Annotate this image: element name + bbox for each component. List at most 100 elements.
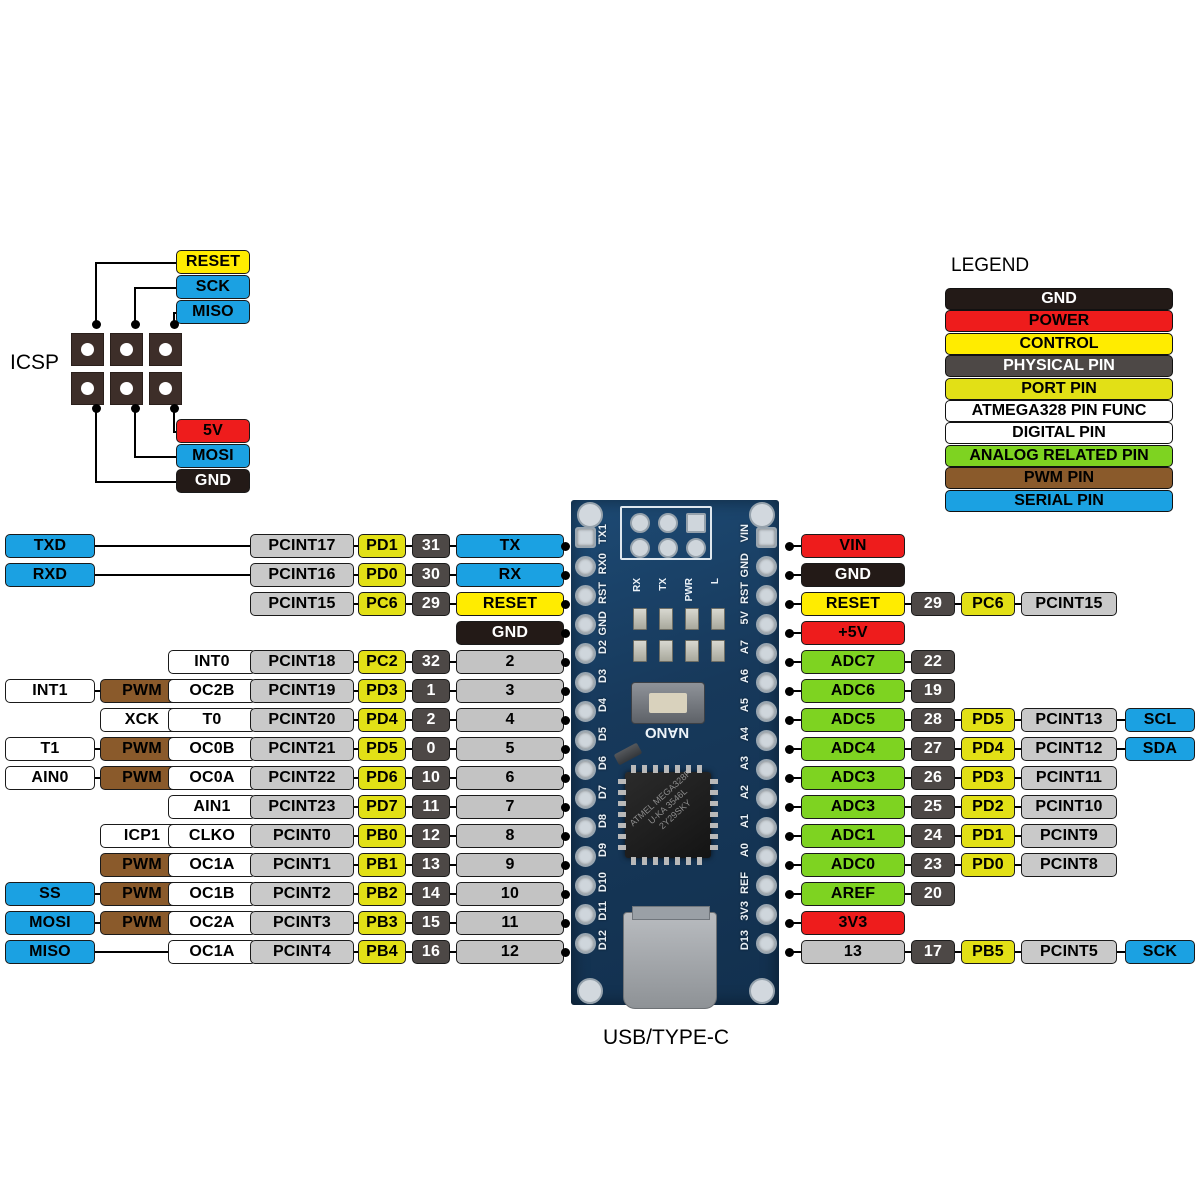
connector-line	[955, 719, 961, 721]
icsp-pad-hole	[120, 382, 133, 395]
right-pin-11-pd0: PD0	[961, 853, 1015, 877]
led-l	[711, 608, 725, 630]
connector-line	[905, 835, 911, 837]
left-pin-7-pd5: PD5	[358, 737, 406, 761]
board-hole-right-8	[756, 759, 777, 780]
left-pin-14-pb4: PB4	[358, 940, 406, 964]
icsp-bottom-mosi: MOSI	[176, 444, 250, 468]
silk-right-12: REF	[739, 872, 751, 894]
left-pin-13-11: 11	[456, 911, 564, 935]
mcu-pin	[618, 845, 626, 850]
connector-line	[406, 951, 412, 953]
connection-dot	[561, 745, 570, 754]
connection-dot	[92, 320, 101, 329]
connection-dot	[785, 919, 794, 928]
left-pin-1-rxd: RXD	[5, 563, 95, 587]
silk-left-12: D10	[597, 872, 609, 893]
icsp-bottom-5v: 5V	[176, 419, 250, 443]
left-pin-12-10: 10	[456, 882, 564, 906]
connection-dot	[785, 803, 794, 812]
mcu-pin	[618, 779, 626, 784]
connector-line	[793, 748, 801, 750]
connector-line	[905, 719, 911, 721]
left-pin-5-1: 1	[412, 679, 450, 703]
connector-line	[354, 719, 358, 721]
connector-line	[95, 574, 250, 576]
connector-line	[450, 864, 456, 866]
legend-item-control: CONTROL	[945, 332, 1173, 355]
connector-line	[1015, 864, 1021, 866]
connector-line	[354, 951, 358, 953]
right-pin-14-sck: SCK	[1125, 940, 1195, 964]
connector-line	[95, 262, 97, 321]
left-pin-13-pcint3: PCINT3	[250, 911, 354, 935]
mcu-pin	[618, 823, 626, 828]
onboard-icsp-hole-2	[686, 513, 706, 533]
icsp-pad-hole	[81, 343, 94, 356]
connector-line	[173, 312, 175, 321]
connector-line	[354, 603, 358, 605]
connector-line	[955, 748, 961, 750]
connector-line	[134, 456, 176, 458]
left-pin-4-pc2: PC2	[358, 650, 406, 674]
connector-line	[406, 574, 412, 576]
connector-line	[95, 411, 97, 481]
connector-line	[406, 690, 412, 692]
connector-line	[354, 748, 358, 750]
connector-line	[354, 806, 358, 808]
connector-line	[95, 893, 100, 895]
connector-line	[793, 632, 801, 634]
silk-left-11: D9	[597, 843, 609, 858]
connector-line	[905, 777, 911, 779]
atmega328p-chip: ATMEL MEGA328P U-KA 3546L 2Y29SKY	[625, 768, 711, 858]
connector-line	[1015, 748, 1021, 750]
connection-dot	[785, 890, 794, 899]
left-pin-0-txd: TXD	[5, 534, 95, 558]
connector-line	[406, 893, 412, 895]
connector-line	[450, 574, 456, 576]
led-label-tx: TX	[658, 578, 669, 591]
connector-line	[793, 719, 801, 721]
right-pin-2-reset: RESET	[801, 592, 905, 616]
mcu-pin	[710, 845, 718, 850]
icsp-pad-6	[149, 372, 182, 405]
silk-left-13: D11	[597, 901, 609, 921]
connector-line	[1015, 951, 1021, 953]
left-pin-9-ain1: AIN1	[168, 795, 256, 819]
silk-right-3: 5V	[739, 611, 751, 625]
connector-line	[406, 864, 412, 866]
connector-line	[1117, 748, 1125, 750]
mcu-pin	[710, 834, 718, 839]
left-pin-11-9: 9	[456, 853, 564, 877]
icsp-label: ICSP	[10, 351, 60, 374]
connector-line	[955, 806, 961, 808]
left-pin-12-14: 14	[412, 882, 450, 906]
usb-label: USB/TYPE-C	[603, 1026, 730, 1049]
left-pin-14-pcint4: PCINT4	[250, 940, 354, 964]
connector-line	[450, 922, 456, 924]
connector-line	[450, 835, 456, 837]
left-pin-8-oc0a: OC0A	[168, 766, 256, 790]
connector-line	[905, 951, 911, 953]
left-pin-1-rx: RX	[456, 563, 564, 587]
mcu-pin	[686, 765, 691, 773]
connector-line	[955, 835, 961, 837]
right-pin-10-pd1: PD1	[961, 824, 1015, 848]
connector-line	[955, 951, 961, 953]
mcu-pin	[618, 834, 626, 839]
mcu-pin	[686, 857, 691, 865]
connection-dot	[131, 404, 140, 413]
icsp-pad-hole	[81, 382, 94, 395]
connector-line	[1117, 719, 1125, 721]
connector-line	[134, 287, 136, 321]
left-pin-13-pb3: PB3	[358, 911, 406, 935]
silk-left-4: D2	[597, 640, 609, 655]
left-pin-9-7: 7	[456, 795, 564, 819]
resistor-2	[685, 640, 699, 662]
left-pin-7-t1: T1	[5, 737, 95, 761]
reset-button[interactable]	[631, 682, 705, 724]
connector-line	[793, 574, 801, 576]
icsp-pad-3	[149, 333, 182, 366]
connector-line	[450, 748, 456, 750]
mcu-pin	[642, 765, 647, 773]
